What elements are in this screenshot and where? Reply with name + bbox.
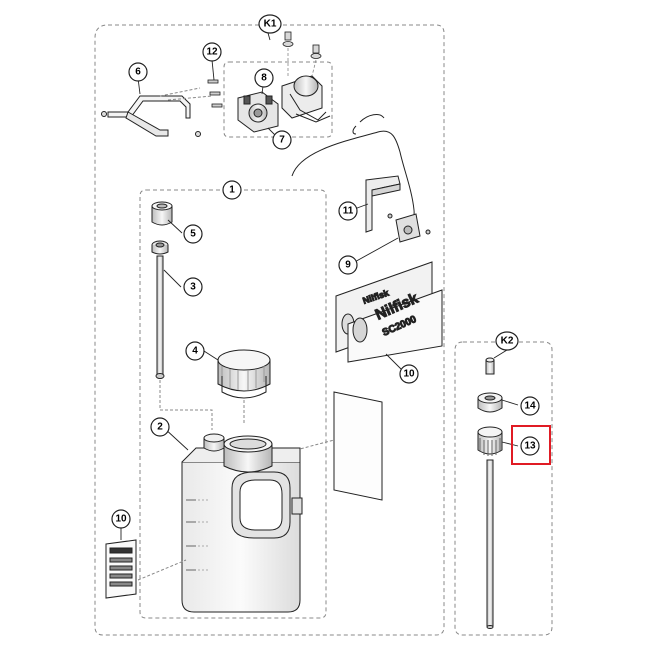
svg-text:2: 2 <box>157 422 163 433</box>
svg-text:5: 5 <box>190 229 196 240</box>
callout-1: 1 <box>222 180 242 200</box>
svg-text:3: 3 <box>190 282 196 293</box>
svg-text:12: 12 <box>206 47 218 58</box>
part-10-decal-front: Nilfisk SC2000 <box>347 289 443 363</box>
part-5-cap <box>151 201 173 226</box>
leader-lines <box>120 32 519 540</box>
kit-label-k2: K2 <box>495 331 519 351</box>
callout-8: 8 <box>254 68 274 88</box>
callout-3: 3 <box>183 277 203 297</box>
part-9-switch <box>387 213 431 243</box>
part-14-cap <box>477 392 503 413</box>
part-k2-small-fitting <box>485 357 495 375</box>
callout-9: 9 <box>338 255 358 275</box>
kit-k1-boundary <box>94 24 445 636</box>
callout-13: 13 <box>520 436 540 456</box>
part-10-warning-label <box>105 539 137 599</box>
part-3-dip-tube <box>155 255 165 379</box>
svg-text:4: 4 <box>192 346 198 357</box>
svg-text:1: 1 <box>229 185 235 196</box>
part-13-collar <box>477 426 503 456</box>
callout-5: 5 <box>183 224 203 244</box>
part-10-plate <box>333 391 383 501</box>
callout-10-decal: 10 <box>399 364 419 384</box>
callout-14: 14 <box>520 396 540 416</box>
motor-fasteners <box>282 31 322 78</box>
leader-dash-label <box>137 559 187 581</box>
svg-text:7: 7 <box>279 135 285 146</box>
highlight-box-part-13 <box>511 425 551 465</box>
part-4-tank-cap <box>217 349 271 399</box>
part-12-screws <box>207 79 223 108</box>
part-k2-tube <box>486 459 494 629</box>
svg-text:10: 10 <box>115 514 127 525</box>
part-6-dash-line <box>159 87 213 101</box>
kit-label-k1: K1 <box>258 14 282 34</box>
callout-7: 7 <box>272 130 292 150</box>
callout-4: 4 <box>185 341 205 361</box>
part-11-bracket <box>365 175 401 233</box>
svg-text:6: 6 <box>135 67 141 78</box>
svg-text:K2: K2 <box>501 336 514 347</box>
svg-text:13: 13 <box>524 441 536 452</box>
callout-11: 11 <box>338 201 358 221</box>
part-6-bent-rod <box>101 95 201 137</box>
pump-group-boundary <box>223 61 333 138</box>
wire-lead <box>352 114 385 135</box>
callout-6: 6 <box>128 62 148 82</box>
callout-10-label: 10 <box>111 509 131 529</box>
part-2-tank <box>181 433 303 613</box>
svg-text:9: 9 <box>345 260 351 271</box>
callout-2: 2 <box>150 417 170 437</box>
leader-dash-plate <box>295 439 335 451</box>
kit-k2-boundary <box>454 341 553 636</box>
svg-text:10: 10 <box>403 369 415 380</box>
svg-text:14: 14 <box>524 401 536 412</box>
callout-12: 12 <box>202 42 222 62</box>
svg-text:K1: K1 <box>264 19 277 30</box>
part-pump-motor <box>281 75 331 123</box>
svg-text:11: 11 <box>343 206 354 217</box>
dash-tube-to-tank <box>159 380 213 430</box>
part-fitting <box>151 240 169 255</box>
svg-text:8: 8 <box>261 73 267 84</box>
part-8-pump-head <box>237 91 279 133</box>
